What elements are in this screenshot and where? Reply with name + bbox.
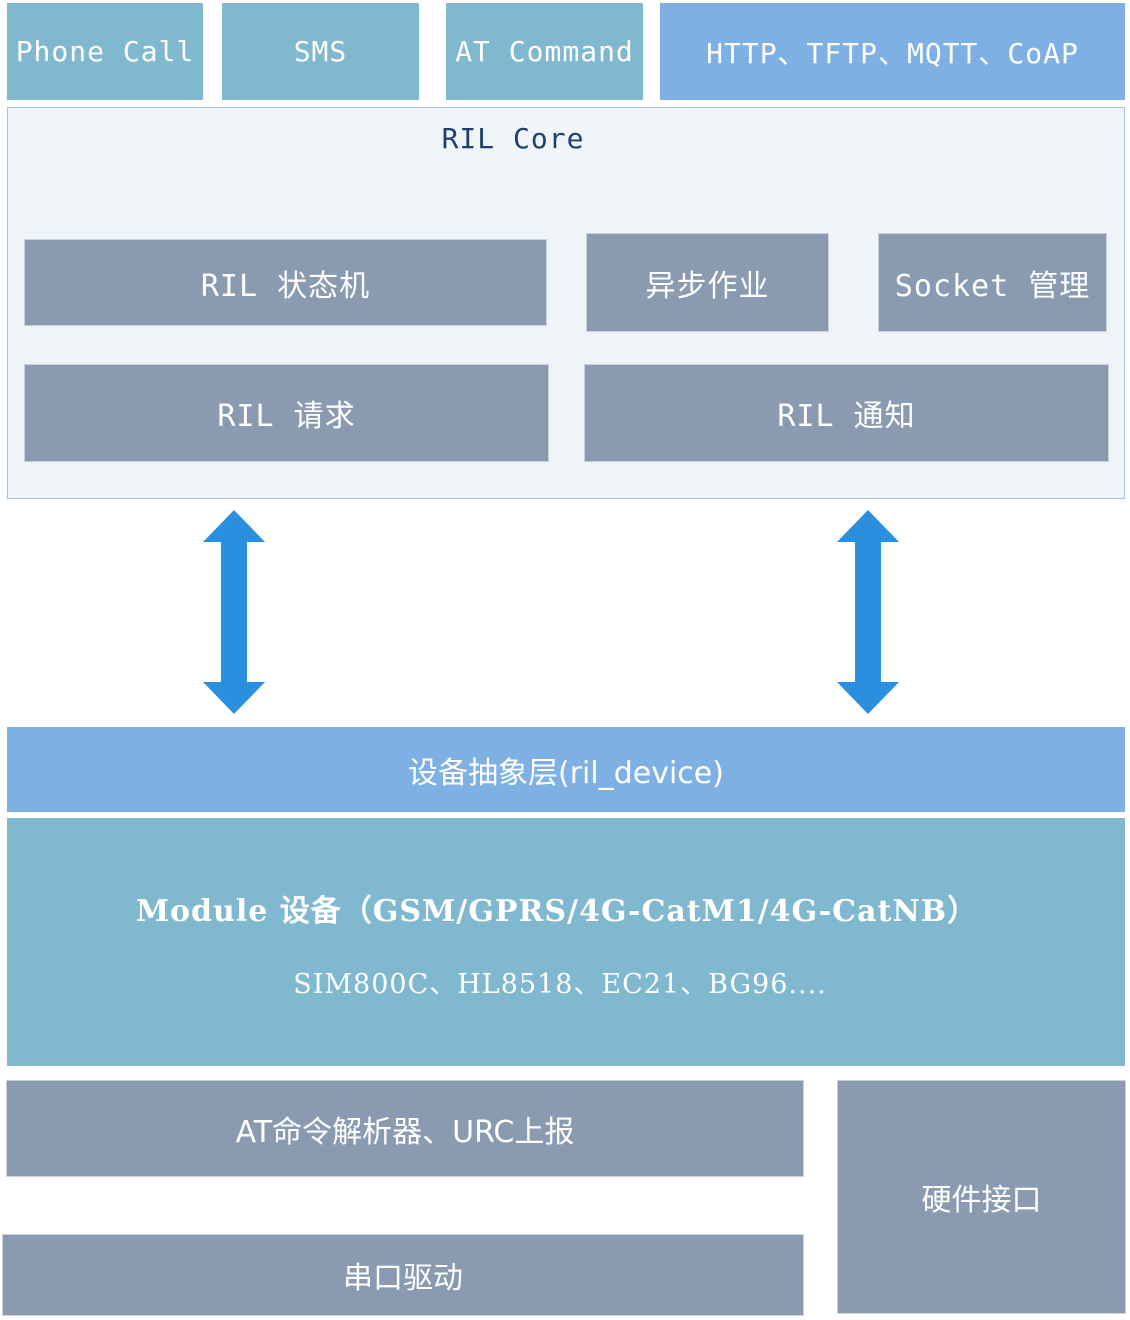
- device-abstraction-label: 设备抽象层(ril_device): [408, 755, 724, 791]
- ril-request-label: RIL 请求: [217, 399, 356, 434]
- async-job-label: 异步作业: [645, 268, 770, 304]
- serial-driver-box: 串口驱动: [3, 1235, 803, 1315]
- phone-call-label: Phone Call: [15, 35, 195, 68]
- ril-notify-box: RIL 通知: [585, 365, 1108, 461]
- module-device-models: SIM800C、HL8518、EC21、BG96....: [293, 969, 827, 1000]
- serial-driver-label: 串口驱动: [343, 1261, 463, 1296]
- ril-state-machine-label: RIL 状态机: [200, 268, 371, 304]
- protocols-label: HTTP、TFTP、MQTT、CoAP: [706, 36, 1079, 70]
- device-abstraction-layer: 设备抽象层(ril_device): [7, 727, 1125, 812]
- ril-request-box: RIL 请求: [25, 365, 548, 461]
- phone-call-box: Phone Call: [7, 3, 203, 100]
- module-device-title: Module 设备（GSM/GPRS/4G-CatM1/4G-CatNB）: [135, 894, 979, 929]
- async-job-box: 异步作业: [587, 234, 828, 331]
- ril-core-title: RIL Core: [441, 122, 585, 155]
- left-double-arrow: [203, 510, 265, 714]
- module-device-box: [7, 818, 1125, 1066]
- socket-management-label: Socket 管理: [894, 268, 1091, 304]
- at-parser-box: AT命令解析器、URC上报: [7, 1081, 803, 1176]
- ril-notify-label: RIL 通知: [777, 399, 916, 434]
- at-command-box: AT Command: [446, 3, 643, 100]
- at-command-label: AT Command: [455, 35, 634, 68]
- sms-label: SMS: [293, 35, 348, 68]
- socket-management-box: Socket 管理: [879, 234, 1106, 331]
- hardware-interface-label: 硬件接口: [921, 1183, 1042, 1218]
- ril-state-machine-box: RIL 状态机: [25, 240, 546, 325]
- at-parser-label: AT命令解析器、URC上报: [235, 1114, 575, 1150]
- right-double-arrow: [837, 510, 899, 714]
- hardware-interface-box: 硬件接口: [838, 1081, 1125, 1313]
- protocols-box: HTTP、TFTP、MQTT、CoAP: [660, 3, 1125, 100]
- sms-box: SMS: [222, 3, 419, 100]
